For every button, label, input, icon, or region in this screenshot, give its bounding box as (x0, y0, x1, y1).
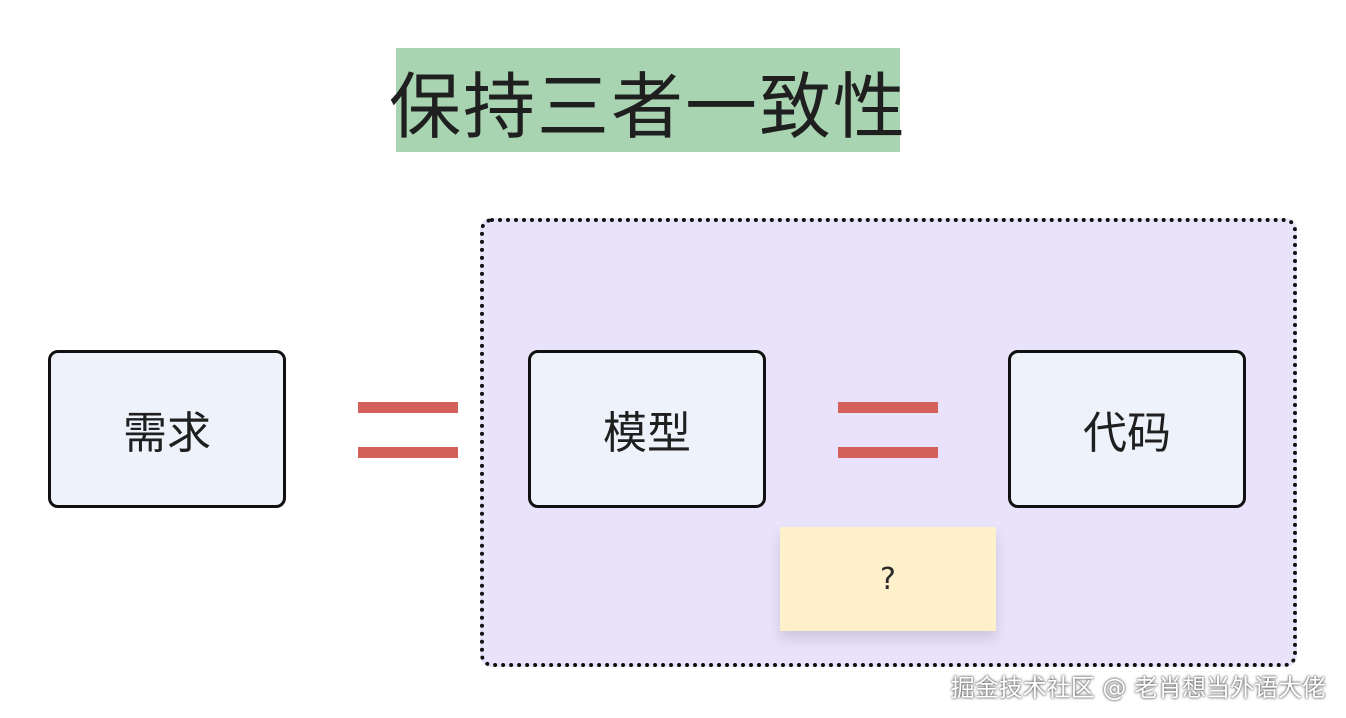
sticky-note[interactable]: ? (780, 527, 996, 631)
model-node[interactable]: 模型 (528, 350, 766, 508)
requirement-label: 需求 (123, 408, 211, 459)
sticky-note-text: ? (880, 561, 896, 597)
code-node[interactable]: 代码 (1008, 350, 1246, 508)
equals-bar-top (838, 402, 938, 413)
equals-bar-top (358, 402, 458, 413)
model-label: 模型 (603, 408, 691, 459)
requirement-node[interactable]: 需求 (48, 350, 286, 508)
watermark: 掘金技术社区 @ 老肖想当外语大佬 (950, 674, 1326, 702)
code-label: 代码 (1083, 408, 1171, 459)
equals-bar-bottom (358, 447, 458, 458)
equals-bar-bottom (838, 447, 938, 458)
diagram-title: 保持三者一致性 (389, 48, 905, 152)
equals-sign-right (838, 402, 938, 460)
equals-sign-left (358, 402, 458, 460)
